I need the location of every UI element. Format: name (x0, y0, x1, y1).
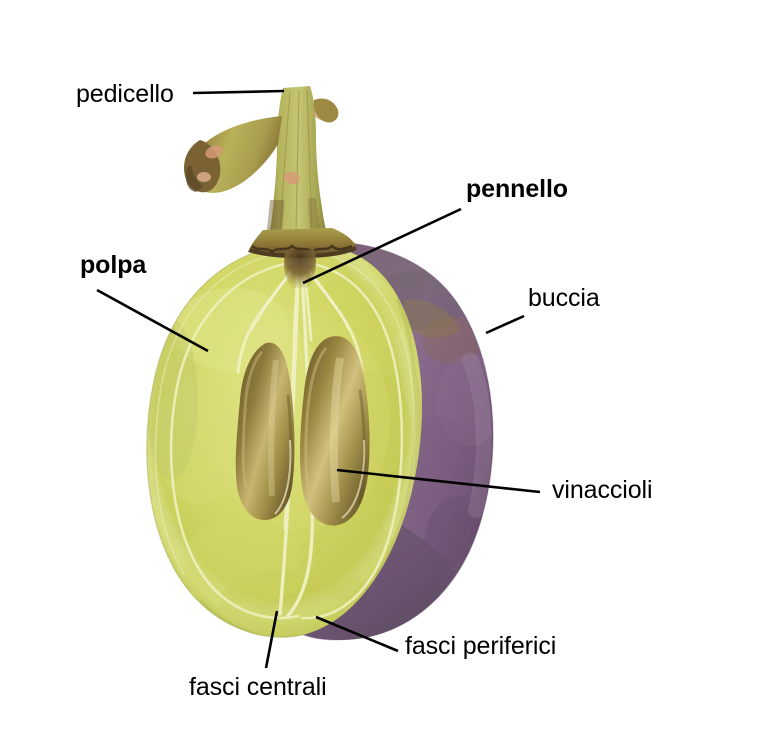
pedicello-stem (184, 86, 357, 288)
label-fasci-centrali: fasci centrali (189, 673, 327, 701)
leader-fasci-periferici (315, 615, 399, 653)
label-polpa: polpa (80, 251, 147, 279)
vinaccioli-seeds (235, 336, 370, 526)
leader-lines (96, 89, 541, 669)
label-fasci-periferici: fasci periferici (405, 632, 557, 660)
seed-right (300, 336, 370, 526)
leader-polpa (96, 288, 209, 353)
label-pedicello: pedicello (76, 80, 174, 108)
fasci-periferici-bundles (169, 260, 404, 620)
label-pennello: pennello (466, 175, 568, 203)
leader-fasci-centrali (264, 610, 279, 669)
leader-buccia (485, 314, 525, 335)
label-buccia: buccia (528, 284, 600, 312)
leader-vinaccioli (336, 468, 541, 494)
leader-pennello (302, 207, 462, 285)
seed-left (235, 342, 295, 521)
label-vinaccioli: vinaccioli (552, 476, 653, 504)
leader-pedicello (192, 89, 285, 95)
